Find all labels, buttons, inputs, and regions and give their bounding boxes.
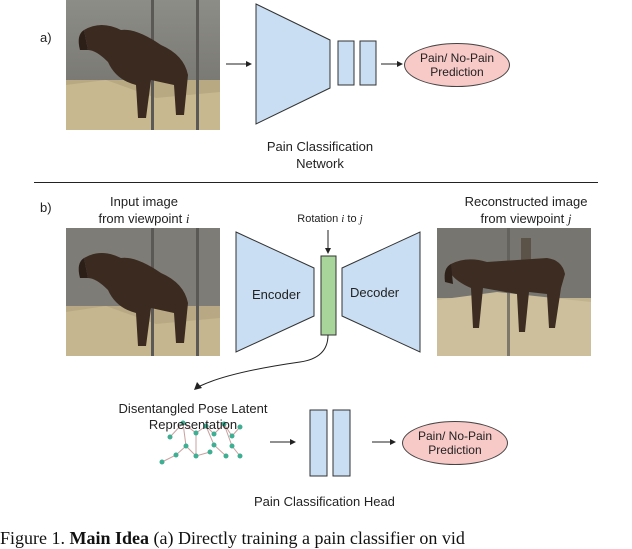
latent-curve-arrow — [199, 334, 329, 387]
network-label: Pain Classification Network — [240, 138, 400, 172]
horse-input-image-a — [66, 0, 220, 130]
output-a-line1: Pain/ No-Pain — [419, 51, 495, 65]
decoder-shape — [341, 231, 421, 353]
rotation-i: i — [341, 213, 345, 225]
reconstructed-horse-image — [437, 228, 591, 356]
latent-representation-label: Disentangled Pose Latent Representation — [100, 401, 286, 433]
panel-divider — [34, 182, 598, 183]
fc-layer-2 — [359, 40, 377, 86]
rotation-to: to — [344, 213, 360, 225]
rotation-label: Rotation i to j — [290, 213, 370, 225]
figure-caption: Figure 1. Main Idea (a) Directly trainin… — [0, 528, 632, 549]
output-b-line1: Pain/ No-Pain — [417, 429, 493, 443]
rotation-prefix: Rotation — [297, 213, 342, 225]
reconstructed-image-label: Reconstructed image from viewpoint j — [446, 193, 606, 227]
recon-label-line2-prefix: from viewpoint — [480, 211, 568, 226]
network-label-line1: Pain Classification — [266, 139, 374, 154]
head-layer-1 — [309, 409, 328, 477]
latent-label-line1: Disentangled Pose Latent — [118, 401, 268, 416]
panel-b-marker: b) — [40, 200, 52, 215]
encoder-label: Encoder — [252, 287, 301, 302]
input-label-var: i — [185, 211, 190, 226]
pain-classification-network-shape — [255, 3, 331, 125]
input-label-line2-prefix: from viewpoint — [98, 211, 186, 226]
panel-b-diagram — [159, 230, 421, 477]
output-a-line2: Prediction — [430, 65, 484, 79]
panel-a-diagram — [226, 3, 403, 125]
caption-rest: (a) Directly training a pain classifier … — [149, 528, 465, 548]
input-label-line1: Input image — [110, 194, 178, 209]
latent-label-line2: Representation — [148, 417, 238, 432]
rotation-j: j — [359, 213, 363, 225]
recon-label-line1: Reconstructed image — [464, 194, 588, 209]
network-label-line2: Network — [296, 156, 344, 171]
fc-layer-1 — [337, 40, 355, 86]
recon-label-var: j — [567, 211, 572, 226]
output-b-line2: Prediction — [428, 443, 482, 457]
head-label: Pain Classification Head — [254, 494, 395, 509]
panel-a-marker: a) — [40, 30, 52, 45]
encoder-shape — [235, 231, 315, 353]
head-layer-2 — [332, 409, 351, 477]
decoder-label: Decoder — [350, 285, 400, 300]
input-image-label: Input image from viewpoint i — [82, 193, 206, 227]
latent-vector — [320, 255, 337, 336]
caption-bold: Main Idea — [69, 528, 150, 548]
caption-figure: Figure 1. — [0, 528, 70, 548]
horse-input-image-b — [66, 228, 220, 356]
